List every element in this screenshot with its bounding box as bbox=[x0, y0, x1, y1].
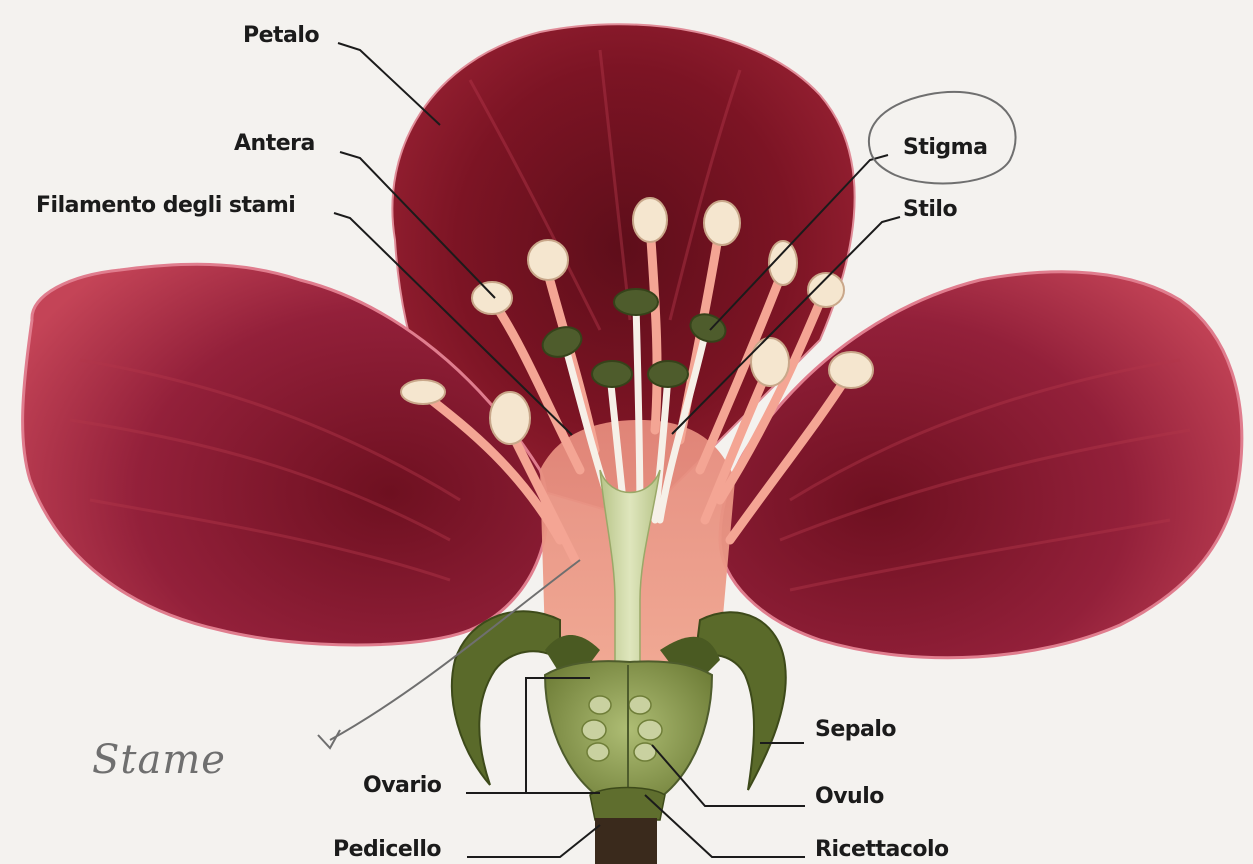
label-stilo: Stilo bbox=[903, 199, 957, 221]
label-filamento: Filamento degli stami bbox=[36, 195, 295, 217]
label-ovulo: Ovulo bbox=[815, 786, 884, 808]
label-petalo: Petalo bbox=[243, 25, 319, 47]
leader-pedicello bbox=[467, 825, 600, 857]
label-stigma: Stigma bbox=[903, 137, 987, 159]
label-ricettacolo: Ricettacolo bbox=[815, 839, 949, 861]
leader-ricettacolo bbox=[645, 795, 805, 857]
label-pedicello: Pedicello bbox=[333, 839, 441, 861]
handwritten-note: Stame bbox=[92, 740, 226, 780]
label-antera: Antera bbox=[234, 133, 315, 155]
label-sepalo: Sepalo bbox=[815, 719, 896, 741]
label-ovario: Ovario bbox=[363, 775, 441, 797]
pedicel bbox=[595, 818, 657, 864]
stame-arrowhead bbox=[318, 730, 340, 748]
sepal-left bbox=[452, 611, 560, 785]
